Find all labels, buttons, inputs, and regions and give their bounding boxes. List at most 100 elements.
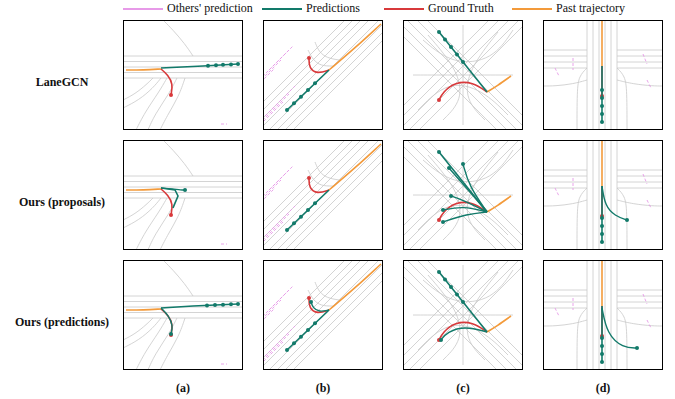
- lane-line: [543, 290, 587, 291]
- lane-line: [263, 260, 369, 370]
- prediction-end: [221, 303, 225, 307]
- others-prediction: [647, 80, 651, 88]
- method-name: LaneGCN: [36, 75, 89, 89]
- ground-truth: [309, 178, 329, 192]
- prediction-end: [600, 120, 604, 124]
- lane-line: [291, 140, 383, 250]
- prediction-end: [206, 64, 210, 68]
- lane-line: [543, 296, 587, 297]
- lane-line: [423, 270, 513, 302]
- legend-text: Others' prediction: [167, 1, 253, 16]
- panel-border: [404, 21, 523, 130]
- lane-line: [593, 20, 594, 130]
- ground-truth-end: [307, 176, 311, 180]
- panel-border: [264, 21, 383, 130]
- ground-truth: [309, 58, 329, 72]
- prediction: [161, 304, 238, 308]
- others-prediction: [263, 308, 275, 340]
- prediction-end: [313, 81, 317, 85]
- lane-line: [577, 188, 587, 250]
- legend-entry: Others' prediction: [123, 1, 253, 16]
- lane-line: [283, 260, 383, 370]
- lane-line: [123, 198, 243, 199]
- lane-line: [599, 140, 600, 250]
- lane-line: [283, 20, 383, 130]
- legend-text: Past trajectory: [556, 1, 625, 16]
- trajectory-panel: [233, 140, 403, 252]
- lane-line: [543, 200, 587, 206]
- lane-line: [617, 302, 663, 303]
- lane-line: [403, 266, 523, 370]
- lane-line: [263, 260, 361, 370]
- lane-line: [283, 140, 383, 250]
- lane-line: [403, 260, 523, 370]
- panel-label: (c): [456, 378, 469, 396]
- prediction-end: [285, 348, 289, 352]
- panel-letter: (d): [596, 381, 611, 395]
- lane-line: [163, 140, 193, 176]
- lane-line: [543, 62, 587, 63]
- past-trajectory: [126, 69, 161, 70]
- prediction: [287, 310, 329, 350]
- others-prediction: [573, 298, 574, 310]
- lane-line: [617, 170, 663, 171]
- trajectory-panel: [123, 20, 243, 132]
- legend-text: Predictions: [306, 1, 360, 16]
- panel-label: (a): [176, 378, 190, 396]
- lane-line: [263, 20, 369, 130]
- ground-truth: [161, 189, 172, 215]
- prediction-end: [461, 162, 465, 166]
- prediction: [449, 168, 487, 212]
- lane-line: [543, 176, 587, 177]
- prediction: [602, 186, 627, 220]
- lane-line: [123, 181, 243, 182]
- lane-line: [543, 68, 587, 69]
- trajectory-panel: [403, 226, 523, 396]
- lane-line: [123, 318, 161, 348]
- lane-line: [423, 30, 513, 62]
- lane-line: [611, 140, 612, 250]
- prediction-end: [461, 60, 465, 64]
- lane-line: [123, 318, 243, 319]
- ground-truth-end: [169, 213, 173, 217]
- prediction-end: [213, 303, 217, 307]
- prediction-end: [313, 201, 317, 205]
- lane-line: [617, 296, 663, 297]
- prediction-end: [437, 270, 441, 274]
- lane-line: [617, 80, 663, 86]
- prediction-end: [600, 112, 604, 116]
- lane-line: [587, 20, 588, 130]
- lane-line: [123, 176, 243, 177]
- row-label: Ours (predictions): [15, 312, 109, 330]
- prediction-end: [236, 62, 240, 66]
- lane-line: [617, 182, 663, 183]
- lane-line: [403, 20, 523, 126]
- trajectory-panel: [233, 260, 403, 372]
- legend-text: Ground Truth: [428, 1, 494, 16]
- lane-line: [543, 308, 587, 309]
- prediction-end: [600, 240, 604, 244]
- lane-line: [577, 68, 587, 130]
- others-prediction: [643, 174, 647, 184]
- lane-line: [617, 62, 663, 63]
- legend-entry: Past trajectory: [512, 1, 625, 16]
- others-prediction: [263, 334, 289, 364]
- lane-line: [617, 68, 663, 69]
- lane-line: [605, 260, 606, 370]
- prediction-end: [635, 346, 639, 350]
- legend-line-sample: [384, 4, 424, 14]
- prediction-end: [441, 220, 445, 224]
- lane-line: [123, 198, 153, 220]
- lane-line: [611, 20, 612, 130]
- lane-line: [403, 146, 523, 250]
- others-prediction: [269, 166, 293, 190]
- lane-line: [543, 80, 587, 86]
- lane-line: [617, 320, 663, 326]
- trajectory-panel: [123, 140, 243, 252]
- legend-entry: Predictions: [262, 1, 360, 16]
- panel-border: [404, 261, 523, 370]
- others-prediction: [265, 206, 295, 236]
- lane-line: [599, 260, 600, 370]
- prediction-end: [443, 278, 447, 282]
- others-prediction: [263, 300, 281, 330]
